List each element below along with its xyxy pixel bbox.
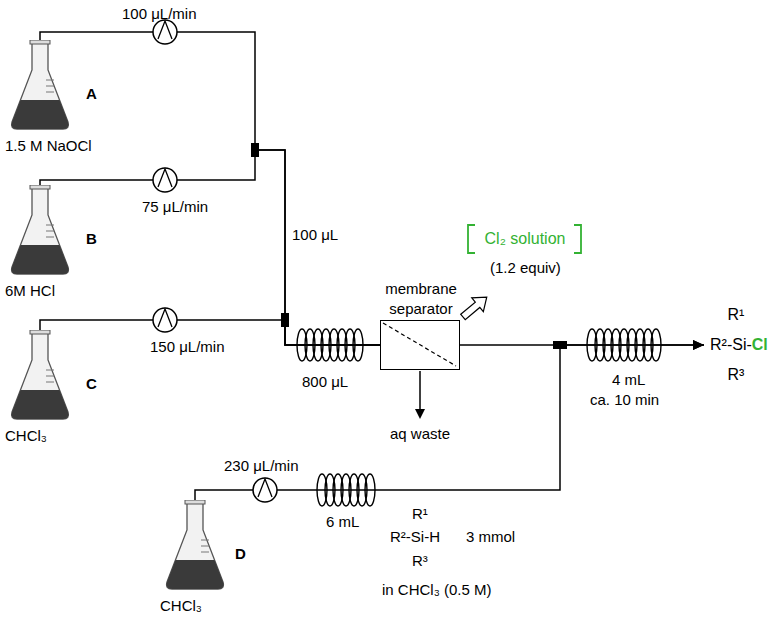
flask-outline [10,330,70,420]
coil-volume: 800 μL [302,372,348,392]
flow-rate: 100 μL/min [122,4,197,24]
bracket [468,225,475,253]
flask-liquid [12,245,69,274]
pump-symbol [153,308,177,332]
substituent: R¹ [727,305,744,325]
graduation-mark [46,86,54,87]
volume: 100 μL [292,225,338,245]
reagent-flask: B6M HCl [10,185,70,275]
concentration: in CHCl₃ (0.5 M) [382,580,491,600]
reagent-label: 1.5 M NaOCl [5,136,92,156]
tee-junction [281,313,289,327]
reagent-label: 6M HCl [5,281,55,301]
flask-outline [12,186,69,274]
pump-symbol [253,478,277,502]
membrane-separator: membrane separator [380,320,460,370]
tee-junction [553,341,567,349]
flask-lip [185,500,205,504]
graduation-mark [46,382,54,383]
product-structure: R¹ R²-Si-ClR³ [704,300,780,390]
flow-rate: 230 μL/min [224,456,299,476]
flow-rate: 150 μL/min [150,337,225,357]
separator-label: membrane separator [366,279,476,319]
reactor-coil [365,474,375,506]
graduation-mark [46,80,54,81]
coil-group [297,329,661,506]
pump-symbol [258,479,272,497]
coil-volume: 4 mL [612,370,645,390]
pump-symbol [158,309,172,327]
graduation-mark [46,370,54,371]
pump-symbol [153,168,177,192]
graduation-mark [201,540,209,541]
membrane-line [383,323,456,366]
reagent-label: CHCl₃ [160,596,202,616]
flask-outline [165,500,225,590]
flask-outline [167,501,224,589]
waste-label: aq waste [390,424,450,444]
reactor-coil [651,329,661,361]
waste-arrowhead [415,409,425,419]
waste-arrow [419,371,421,410]
feed-line [40,150,380,345]
pump-symbol [158,21,172,39]
pump-symbol [153,20,177,44]
flask-letter: D [235,544,246,564]
graduation-mark [46,376,54,377]
substituent: R¹ [412,504,428,524]
reactor-coil [353,329,363,361]
flask-outline [10,40,70,130]
tee-junction [251,143,259,157]
stream-label: Cl₂ solution [477,229,573,249]
amount: 3 mmol [466,527,515,547]
graduation-mark [201,552,209,553]
residence-time: ca. 10 min [590,390,659,410]
graduation-mark [46,231,54,232]
flask-outline [12,331,69,419]
flask-liquid [12,390,69,419]
reagent-flask: A1.5 M NaOCl [10,40,70,130]
reagent-label: CHCl₃ [5,426,47,446]
flask-letter: C [86,374,97,394]
pump-group [153,20,277,502]
substituent: R³ [412,551,428,571]
silane-core: R²-Si-H [390,527,440,547]
flask-lip [30,40,50,44]
graduation-mark [201,546,209,547]
flow-rate: 75 μL/min [142,197,208,217]
chlorine-atom: Cl [752,335,768,355]
solvent-flask: CCHCl₃ [10,330,70,420]
pump-symbol [158,169,172,187]
flask-outline [12,41,69,129]
bracket [574,225,581,253]
loop-volume: 6 mL [326,512,359,532]
graduation-mark [46,92,54,93]
flask-liquid [167,560,224,589]
feed-line [40,32,380,345]
substituent: R³ [727,365,744,385]
flask-outline [10,185,70,275]
solvent-flask: DCHCl₃ [165,500,225,590]
equivalents: (1.2 equiv) [490,258,561,278]
flask-letter: A [86,84,97,104]
graduation-mark [46,225,54,226]
graduation-mark [46,237,54,238]
flask-liquid [12,100,69,129]
flask-letter: B [86,229,97,249]
flask-lip [30,330,50,334]
outlet-arrow [457,290,492,324]
membrane-line [381,321,458,368]
silicon-core: R²-Si- [710,335,752,355]
flask-lip [30,185,50,189]
